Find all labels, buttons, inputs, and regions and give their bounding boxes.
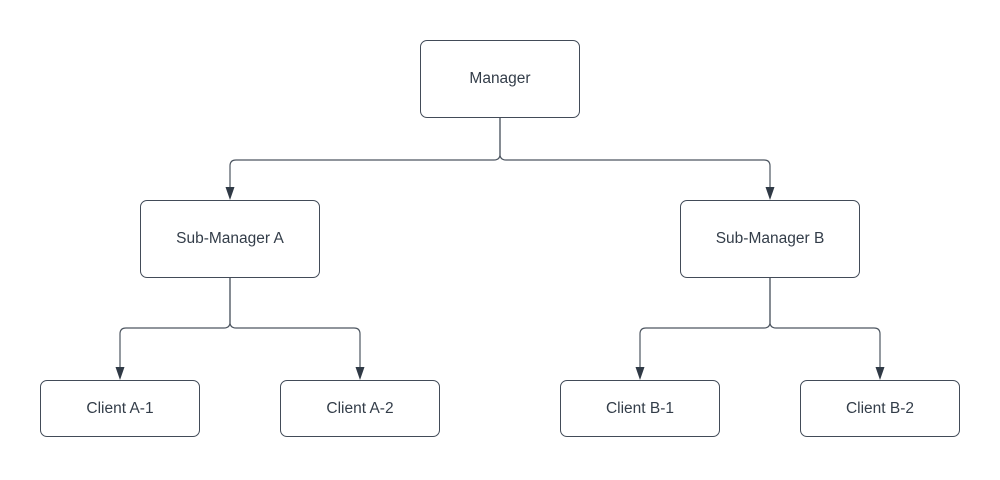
arrowhead-icon <box>115 367 125 380</box>
connector-sub-manager-b-to-client-b-2 <box>769 278 881 368</box>
arrowhead-icon <box>635 367 645 380</box>
node-sub-manager-b: Sub-Manager B <box>680 200 860 278</box>
node-client-a-2: Client A-2 <box>280 380 440 437</box>
node-sub-manager-a: Sub-Manager A <box>140 200 320 278</box>
node-client-a-2-label: Client A-2 <box>326 399 394 417</box>
node-client-b-1: Client B-1 <box>560 380 720 437</box>
arrowhead-icon <box>355 367 365 380</box>
node-sub-manager-a-label: Sub-Manager A <box>176 230 284 248</box>
arrowhead-icon <box>225 187 235 200</box>
connector-sub-manager-a-to-client-a-2 <box>229 278 361 368</box>
connector-sub-manager-a-to-client-a-1 <box>119 278 231 368</box>
connector-manager-to-sub-manager-a <box>229 118 501 188</box>
node-manager-label: Manager <box>469 70 531 88</box>
node-client-b-2: Client B-2 <box>800 380 960 437</box>
node-sub-manager-b-label: Sub-Manager B <box>715 230 825 248</box>
connector-sub-manager-b-to-client-b-1 <box>639 278 771 368</box>
node-manager: Manager <box>420 40 580 118</box>
node-client-b-1-label: Client B-1 <box>605 399 675 417</box>
arrowhead-icon <box>875 367 885 380</box>
node-client-a-1: Client A-1 <box>40 380 200 437</box>
connector-manager-to-sub-manager-b <box>499 118 771 188</box>
node-client-b-2-label: Client B-2 <box>845 399 915 417</box>
arrowhead-icon <box>765 187 775 200</box>
node-client-a-1-label: Client A-1 <box>86 399 154 417</box>
